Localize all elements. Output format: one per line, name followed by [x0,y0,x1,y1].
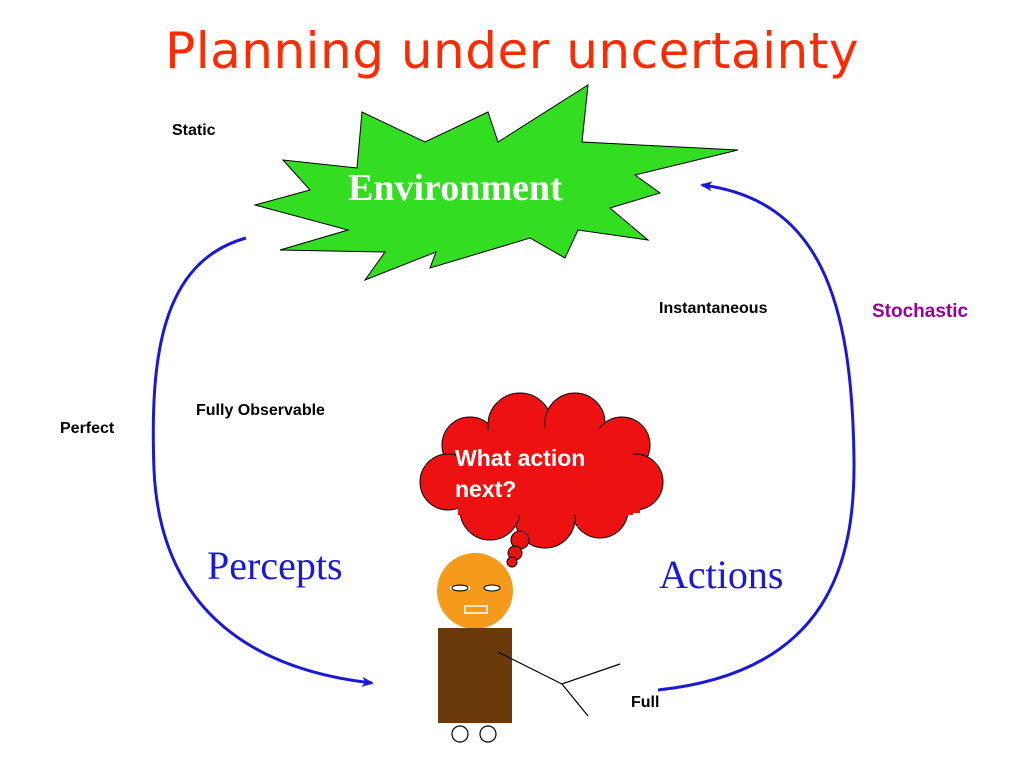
label-percepts: Percepts [207,543,343,588]
environment-starburst [253,84,739,282]
label-actions: Actions [659,552,784,597]
arrow-actions [657,181,856,692]
agent-mouth [464,605,488,614]
label-full: Full [631,694,660,711]
label-fully-observable: Fully Observable [196,402,325,419]
agent-wheel-left [451,725,469,743]
environment-label: Environment [348,167,563,209]
thought-bubble-text: What action next? [455,445,586,502]
agent-figure [437,553,621,743]
thought-cloud-fill [458,430,640,515]
label-perfect: Perfect [60,420,115,437]
thought-bubble-dots [506,530,530,568]
label-stochastic: Stochastic [872,301,969,322]
agent-head [437,553,513,629]
page-title: Planning under uncertainty [165,22,859,80]
arrow-percepts [151,236,374,687]
label-static: Static [172,122,216,139]
agent-body [438,628,512,723]
label-instantaneous: Instantaneous [659,300,768,317]
agent-arm [497,651,621,717]
agent-wheel-right [479,725,497,743]
